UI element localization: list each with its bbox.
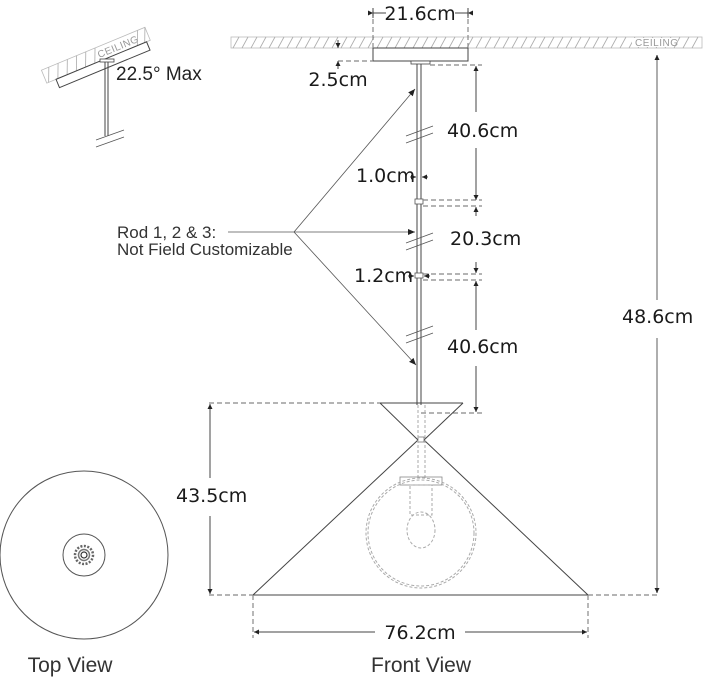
ceiling-hatch (322, 36, 330, 49)
ceiling-hatch (673, 36, 681, 49)
ceiling-hatch (583, 36, 591, 49)
ceiling-hatch (421, 36, 429, 49)
ceiling-hatch (376, 36, 384, 49)
top-view (0, 470, 169, 640)
rod-diameter-label: 1.0cm (356, 165, 415, 187)
ceiling-hatch (403, 36, 411, 49)
ceiling-hatch (430, 36, 438, 49)
ceiling-hatch (529, 36, 537, 49)
shade (252, 402, 589, 596)
callout-line-1: Rod 1, 2 & 3: (117, 223, 216, 242)
ceiling-hatch (295, 36, 303, 49)
tilt-detail: CEILING 22.5° Max (40, 26, 202, 148)
dim-rod-lengths: 40.6cm 20.3cm 40.6cm (421, 64, 521, 414)
ceiling-hatch (232, 36, 240, 49)
ceiling-hatch (547, 36, 555, 49)
canopy-width-label: 21.6cm (384, 3, 455, 25)
rod (405, 64, 434, 405)
ceiling-hatch (502, 36, 510, 49)
max-angle-label: 22.5° Max (116, 64, 202, 85)
ceiling-hatch (358, 36, 366, 49)
ceiling-hatch (268, 36, 276, 49)
rod-callout: Rod 1, 2 & 3: Not Field Customizable (117, 88, 417, 366)
shade-height-label: 43.5cm (176, 485, 247, 507)
ceiling-hatch (574, 36, 582, 49)
dim-rod-diameter: 1.0cm (356, 165, 428, 187)
ceiling-hatch (250, 36, 258, 49)
front-view-caption: Front View (371, 654, 472, 677)
ceiling-hatch (394, 36, 402, 49)
ceiling-hatch (619, 36, 627, 49)
shade-width-label: 76.2cm (384, 622, 455, 644)
ceiling-hatch (457, 36, 465, 49)
ceiling-hatch (601, 36, 609, 49)
coupler-1 (414, 198, 424, 205)
dim-coupler: 1.2cm (354, 265, 430, 287)
bulb (406, 511, 436, 549)
callout-line-2: Not Field Customizable (117, 240, 293, 259)
ceiling-hatch (439, 36, 447, 49)
overall-height-label: 48.6cm (622, 306, 693, 328)
ceiling-hatch (331, 36, 339, 49)
ceiling-hatch (259, 36, 267, 49)
canopy-outline (62, 533, 106, 577)
coupler-label: 1.2cm (354, 265, 413, 287)
ceiling-hatch (565, 36, 573, 49)
ceiling-hatch (682, 36, 690, 49)
dim-shade-height: 43.5cm (176, 402, 380, 596)
ceiling-hatch (511, 36, 519, 49)
ceiling-hatch (556, 36, 564, 49)
ceiling-hatch (385, 36, 393, 49)
dim-overall-height: 48.6cm (622, 55, 693, 593)
ceiling-hatch (538, 36, 546, 49)
ceiling-hatch (520, 36, 528, 49)
ceiling-hatch (448, 36, 456, 49)
canopy (372, 8, 469, 65)
rod1-length-label: 40.6cm (447, 120, 518, 142)
ceiling-hatch (286, 36, 294, 49)
shade-outline (0, 470, 169, 640)
canopy-height-label: 2.5cm (308, 69, 367, 91)
ceiling-hatch (277, 36, 285, 49)
ceiling-hatch (349, 36, 357, 49)
ceiling-hatch (475, 36, 483, 49)
ceiling-hatch (610, 36, 618, 49)
top-view-caption: Top View (28, 654, 114, 677)
ceiling-hatch (412, 36, 420, 49)
ceiling-hatch (313, 36, 321, 49)
dim-shade-width: 76.2cm (252, 594, 660, 644)
ceiling-hatch (304, 36, 312, 49)
ceiling: CEILING (230, 36, 703, 49)
ceiling-hatch (484, 36, 492, 49)
ceiling-hatch (493, 36, 501, 49)
tilted-ceiling: CEILING (40, 26, 151, 89)
ceiling-hatch (691, 36, 699, 49)
ceiling-hatch (241, 36, 249, 49)
tilt-mount (99, 58, 115, 63)
rod2-length-label: 20.3cm (450, 228, 521, 250)
globe (365, 477, 477, 589)
coupler-2 (414, 272, 424, 279)
dim-canopy-width: 21.6cm (368, 3, 473, 25)
dim-canopy-height: 2.5cm (308, 40, 373, 91)
ceiling-label: CEILING (635, 38, 679, 49)
ceiling-hatch (340, 36, 348, 49)
ceiling-hatch (592, 36, 600, 49)
rod3-length-label: 40.6cm (447, 336, 518, 358)
